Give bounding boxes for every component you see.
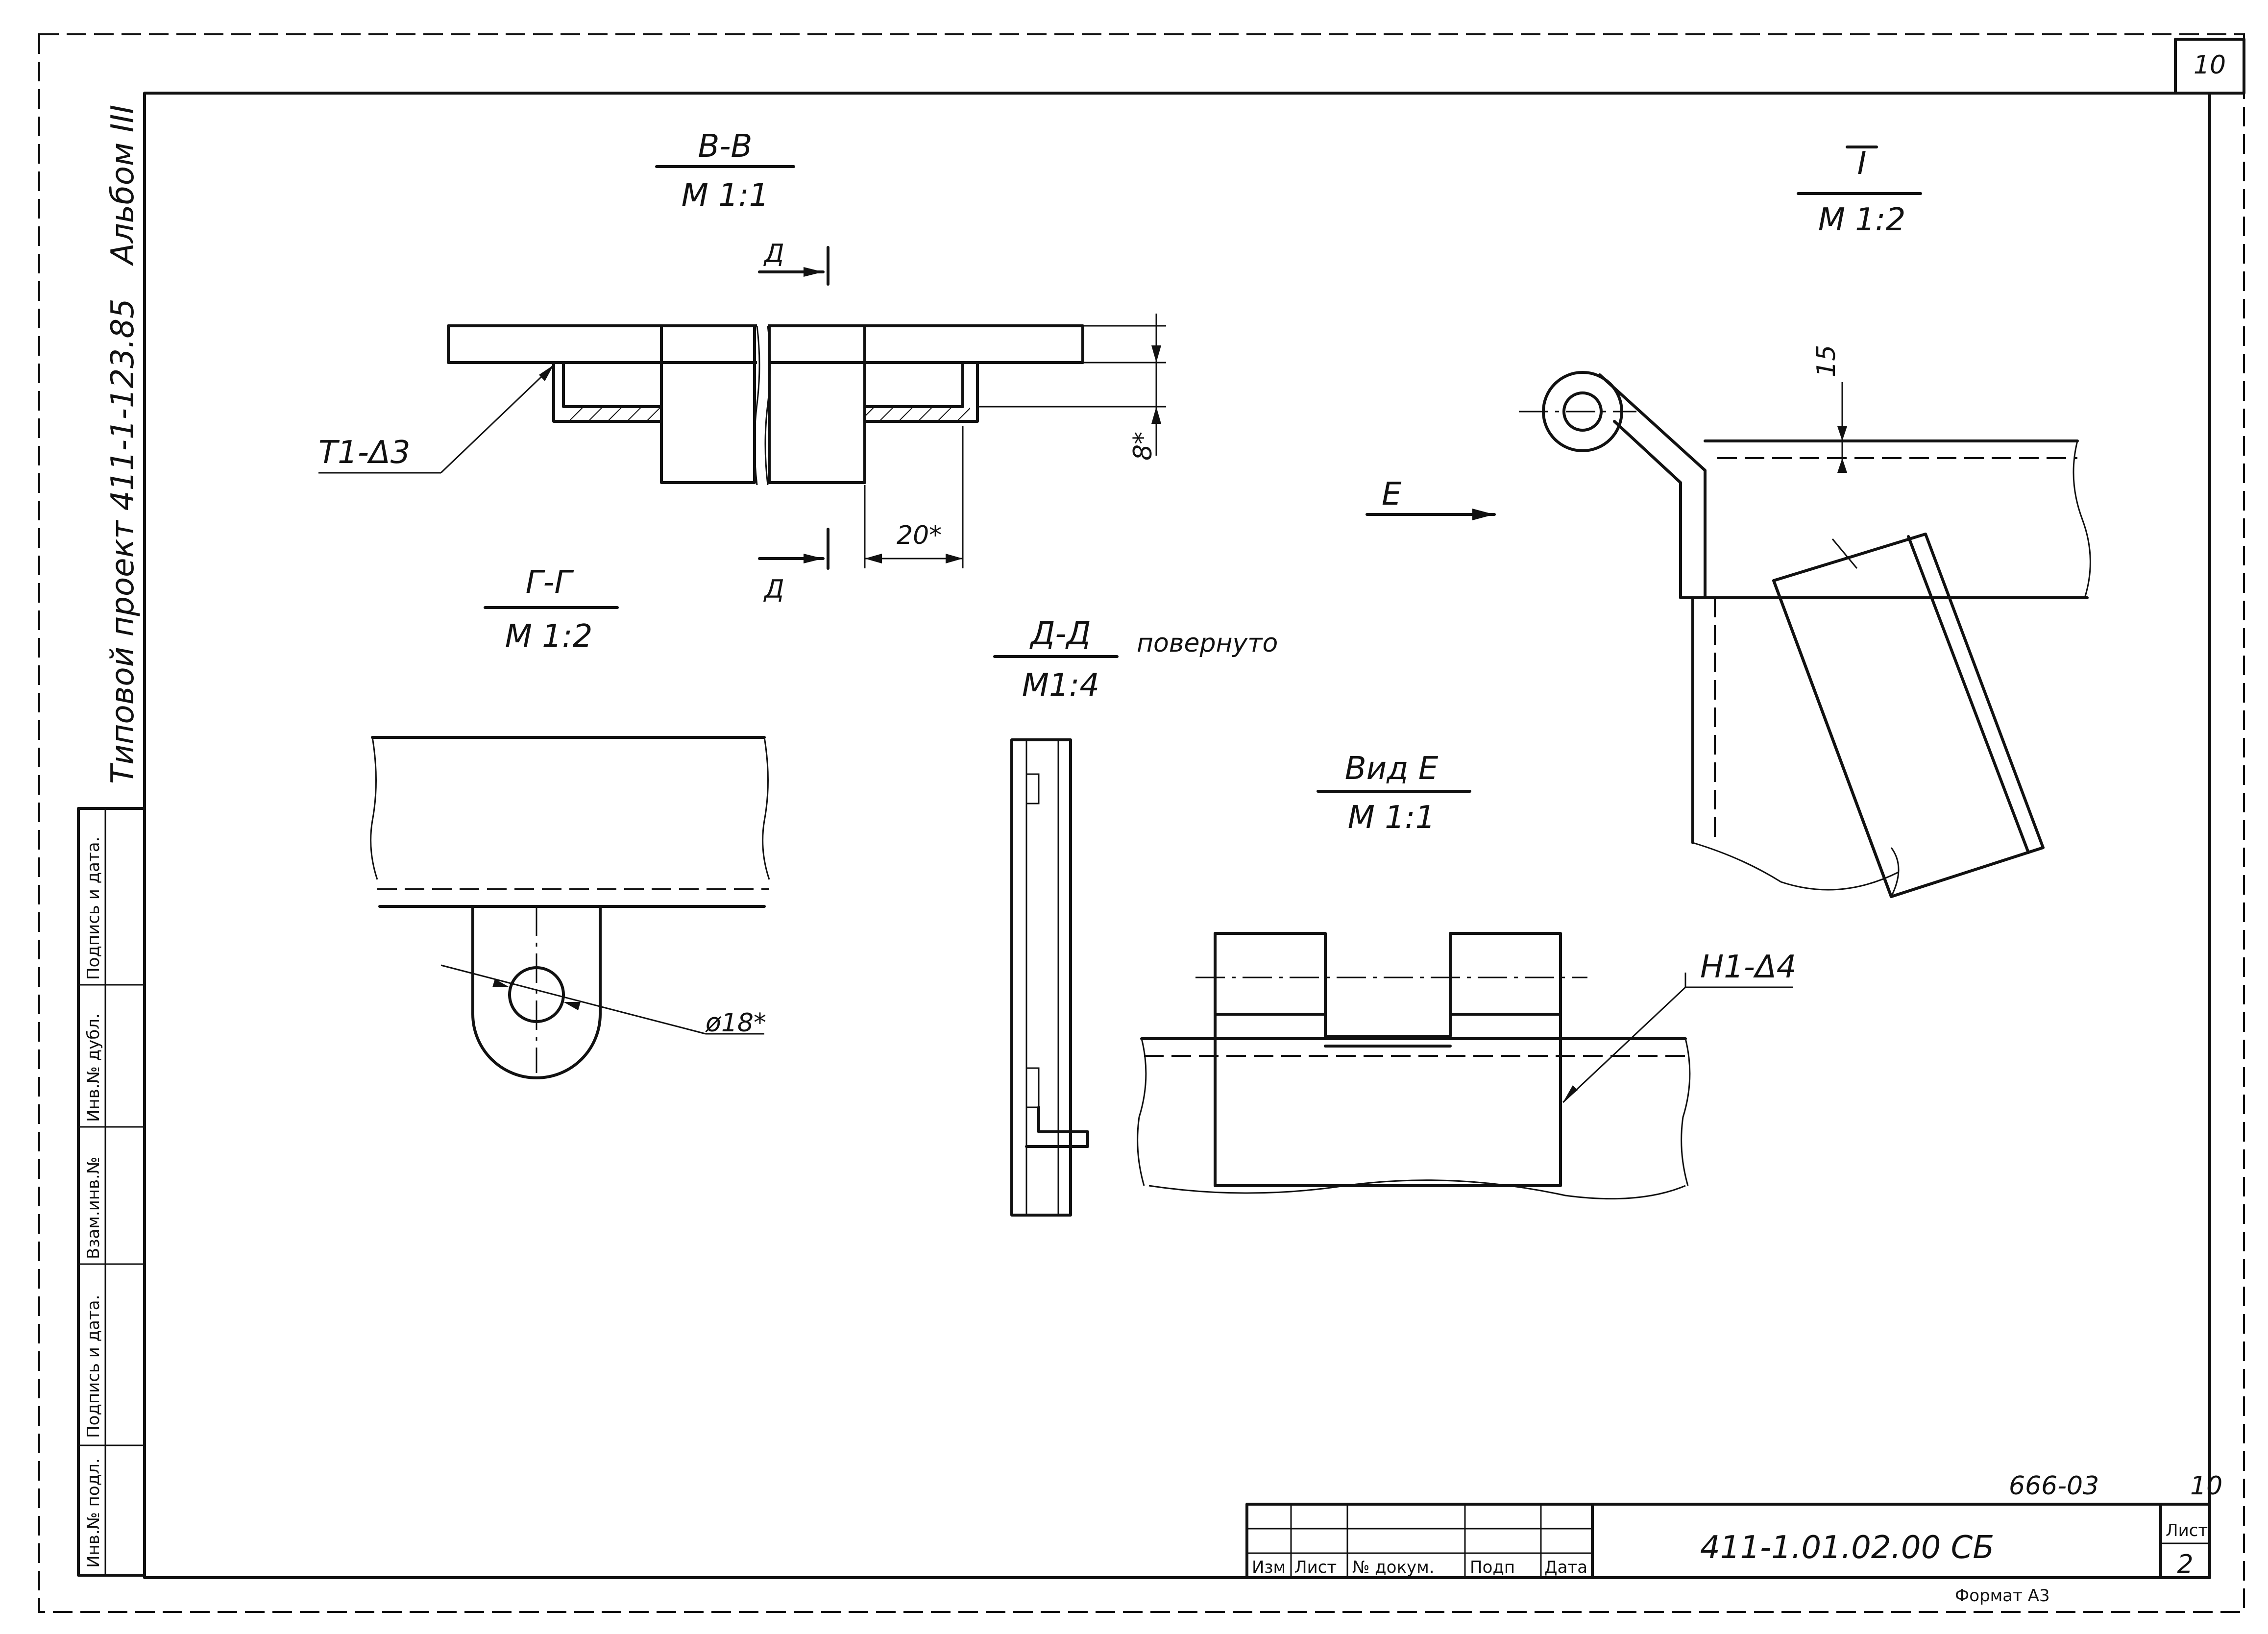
view-one: I М 1:2 Е 15 (1366, 146, 2091, 898)
view-gg: Г-Г М 1:2 ø18* (370, 564, 770, 1079)
stamp-sign-date-1: Подпись и дата. (84, 1295, 103, 1438)
side-project-label: Типовой проект 411-1-123.85 (105, 298, 141, 784)
corner-number: 10 (2194, 50, 2226, 80)
view-one-scale: М 1:2 (1818, 202, 1906, 238)
view-e: Вид Е М 1:1 Н1-Δ4 (1137, 751, 1796, 1200)
title-designation: 411-1.01.02.00 СБ (1700, 1530, 1994, 1566)
view-bb-scale: М 1:1 (682, 177, 769, 214)
leader-t1-d3: Т1-Δ3 (318, 435, 410, 471)
dim-8: 8* (1128, 432, 1158, 461)
leader-n1-d4: Н1-Δ4 (1700, 949, 1796, 985)
view-e-title: Вид Е (1345, 751, 1439, 787)
view-gg-scale: М 1:2 (505, 618, 593, 655)
view-dd-note: повернуто (1137, 629, 1278, 658)
view-one-title: I (1857, 146, 1867, 182)
col-list: Лист (1294, 1558, 1337, 1577)
stamp-vzam-inv: Взам.инв.№ (84, 1157, 103, 1259)
view-e-scale: М 1:1 (1348, 800, 1436, 836)
title-format: Формат А3 (1955, 1586, 2050, 1606)
title-sheet-num: 2 (2177, 1550, 2193, 1579)
stamp-inv-dubl: Инв.№ дубл. (84, 1013, 103, 1122)
view-bb: В-В М 1:1 Д Д 8* (318, 128, 1166, 604)
view-bb-title: В-В (698, 128, 753, 165)
section-mark-d-top: Д (763, 239, 784, 268)
col-dokum: № докум. (1352, 1558, 1435, 1577)
dim-dia-18: ø18* (705, 1008, 766, 1038)
title-sheet-label: Лист (2166, 1521, 2208, 1540)
view-dd: Д-Д М1:4 повернуто (993, 616, 1278, 1217)
view-gg-title: Г-Г (526, 564, 574, 601)
arrow-e-label: Е (1382, 476, 1402, 512)
col-data: Дата (1544, 1558, 1587, 1577)
dim-15: 15 (1812, 345, 1841, 377)
corner-number-box (2174, 38, 2245, 95)
dim-20: 20* (897, 521, 942, 550)
side-album-label: Альбом III (105, 105, 141, 267)
side-stamp-block: Инв.№ подл. Подпись и дата. Взам.инв.№ И… (77, 807, 146, 1577)
title-code-top: 666-03 (2009, 1471, 2099, 1501)
col-izm: Изм (1252, 1558, 1286, 1577)
section-mark-d-bottom: Д (763, 575, 784, 604)
title-block: 666-03 10 Изм Лист № докум. Подп Дата 41… (1245, 1471, 2222, 1606)
drawing-frame (143, 92, 2211, 1579)
stamp-inv-podl: Инв.№ подл. (84, 1458, 103, 1568)
sheet-trim-border (38, 33, 2245, 1613)
view-dd-title: Д-Д (1029, 616, 1091, 652)
view-dd-scale: М1:4 (1022, 667, 1099, 704)
title-sheet-top-num: 10 (2190, 1471, 2222, 1501)
col-podp: Подп (1470, 1558, 1515, 1577)
stamp-sign-date-2: Подпись и дата. (84, 837, 103, 980)
